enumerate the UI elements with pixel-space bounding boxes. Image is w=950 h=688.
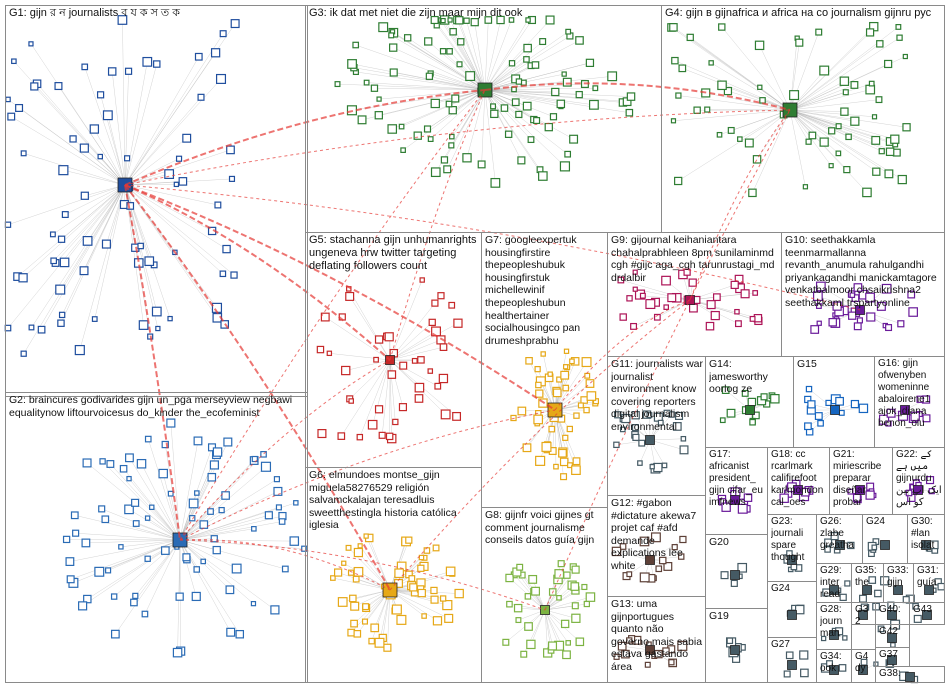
group-box-g42[interactable]: G42 [875, 624, 910, 648]
group-box-g31[interactable]: G31: guía [913, 563, 945, 603]
group-label-g14: G14: jamesworthy oorlog ze [709, 358, 791, 396]
group-box-g5[interactable]: G5: stachanna gijn unhumanrights ungenev… [305, 232, 482, 468]
group-label-g1: G1: gijn র ন journalists ব য ক স ত ক [9, 7, 305, 20]
group-label-g43: G43 [913, 604, 942, 616]
group-label-g3: G3: ik dat met niet die zijn maar mijn d… [309, 7, 659, 20]
group-label-g33: G33: gijn [887, 565, 911, 589]
group-label-g29: G29: inter read [820, 565, 849, 601]
group-label-g25: G24 [866, 516, 905, 528]
group-box-g18[interactable]: G18: cc rcarlmark califirefoot karlmondo… [767, 447, 830, 515]
group-label-g34: G34: ook [820, 651, 849, 675]
group-label-g4b: G4 dy [855, 651, 873, 675]
group-box-g9[interactable]: G9: gijournal keihaniantara chahalprabhl… [607, 232, 782, 357]
group-box-g30[interactable]: G30: #lan isolat [907, 514, 945, 564]
group-label-g24: G24 [771, 583, 814, 595]
group-box-g8[interactable]: G8: gijnfr voici gijnes gt comment journ… [481, 507, 608, 683]
group-box-g26[interactable]: G26: zlabe greatha [816, 514, 863, 564]
group-label-g30: G30: #lan isolat [911, 516, 942, 552]
group-box-g32[interactable]: G32 [851, 602, 876, 625]
group-box-g22[interactable]: G22: کے میں ہے gijnurdu ایک اپ بین کو اس [892, 447, 945, 515]
group-box-g11[interactable]: G11: journalists war journalist environm… [607, 356, 706, 496]
group-label-g6: G6: elmundoes montse_gijn miguela5827652… [309, 469, 479, 532]
group-box-g7[interactable]: G7: googleexpertuk housingfirstire thepe… [481, 232, 608, 508]
group-label-g10: G10: seethakkamla teenmarmallanna revant… [785, 234, 942, 310]
group-box-g21[interactable]: G21: miriescribe preparar diseñar probar [829, 447, 893, 515]
group-label-g38: G38: [879, 668, 942, 680]
group-box-g4[interactable]: G4: gijn в gijnafrica и africa на со jou… [661, 5, 945, 233]
group-box-g34[interactable]: G34: ook [816, 649, 852, 683]
group-box-g24[interactable]: G24 [767, 581, 817, 638]
group-label-g15: G15 [797, 358, 872, 371]
group-box-g16[interactable]: G16: gijn ofwenyben womeninne abaloirene… [874, 356, 945, 448]
group-label-g37: G37 [879, 649, 907, 661]
group-label-g31: G31: guía [917, 565, 942, 589]
group-label-g4: G4: gijn в gijnafrica и africa на со jou… [665, 7, 942, 20]
group-box-g14[interactable]: G14: jamesworthy oorlog ze [705, 356, 794, 448]
group-box-g29[interactable]: G29: inter read [816, 563, 852, 603]
group-box-g33[interactable]: G33: gijn [883, 563, 914, 603]
group-box-g40[interactable]: G40: [875, 602, 910, 625]
group-label-g42: G42 [879, 626, 907, 638]
group-box-g23[interactable]: G23: journali spare thought [767, 514, 817, 582]
group-label-g13: G13: uma gijnportugues quanto não govern… [611, 598, 703, 674]
group-box-g10[interactable]: G10: seethakkamla teenmarmallanna revant… [781, 232, 945, 357]
group-box-g19[interactable]: G19 [705, 608, 768, 683]
group-label-g2: G2: braincures godivarides gijn un_pga m… [9, 394, 305, 419]
group-box-g6[interactable]: G6: elmundoes montse_gijn miguela5827652… [305, 467, 482, 683]
group-box-g12[interactable]: G12: #gabon #dictature akewa7 projet caf… [607, 495, 706, 597]
group-label-g22: G22: کے میں ہے gijnurdu ایک اپ بین کو اس [896, 449, 942, 509]
group-label-g5: G5: stachanna gijn unhumanrights ungenev… [309, 234, 479, 274]
group-label-g17: G17: africanist president_ gijn cifar_eu… [709, 449, 765, 509]
group-box-g1[interactable]: G1: gijn র ন journalists ব য ক স ত ক [5, 5, 308, 397]
group-label-g40: G40: [879, 604, 907, 616]
group-box-g4b[interactable]: G4 dy [851, 649, 876, 683]
group-box-g2[interactable]: G2: braincures godivarides gijn un_pga m… [5, 392, 308, 683]
group-label-g27: G27 [771, 639, 814, 651]
group-box-g13[interactable]: G13: uma gijnportugues quanto não govern… [607, 596, 706, 683]
group-box-g37[interactable]: G37 [875, 647, 910, 667]
group-label-g32: G32 [855, 604, 873, 628]
group-label-g7: G7: googleexpertuk housingfirstire thepe… [485, 234, 605, 347]
group-box-g15[interactable]: G15 [793, 356, 875, 448]
group-label-g9: G9: gijournal keihaniantara chahalprabhl… [611, 234, 779, 284]
group-box-g25[interactable]: G24 [862, 514, 908, 564]
group-label-g23: G23: journali spare thought [771, 516, 814, 564]
group-label-g12: G12: #gabon #dictature akewa7 projet caf… [611, 497, 703, 573]
group-label-g11: G11: journalists war journalist environm… [611, 358, 703, 434]
group-box-g17[interactable]: G17: africanist president_ gijn cifar_eu… [705, 447, 768, 535]
group-label-g21: G21: miriescribe preparar diseñar probar [833, 449, 890, 509]
group-box-g27[interactable]: G27 [767, 637, 817, 683]
group-box-g3[interactable]: G3: ik dat met niet die zijn maar mijn d… [305, 5, 662, 233]
group-box-g20[interactable]: G20 [705, 534, 768, 609]
group-label-g28: G28: journ man [820, 604, 849, 640]
group-label-g16: G16: gijn ofwenyben womeninne abaloirene… [878, 358, 942, 430]
group-label-g19: G19 [709, 610, 765, 623]
group-box-g43[interactable]: G43 [909, 602, 945, 625]
group-box-g35[interactable]: G35: the [851, 563, 884, 603]
group-label-g20: G20 [709, 536, 765, 549]
group-box-g38[interactable]: G38: [875, 666, 945, 683]
group-label-g18: G18: cc rcarlmark califirefoot karlmondo… [771, 449, 827, 509]
group-label-g26: G26: zlabe greatha [820, 516, 860, 552]
group-label-g8: G8: gijnfr voici gijnes gt comment journ… [485, 509, 605, 547]
group-label-g35: G35: the [855, 565, 881, 589]
group-box-g28[interactable]: G28: journ man [816, 602, 852, 650]
